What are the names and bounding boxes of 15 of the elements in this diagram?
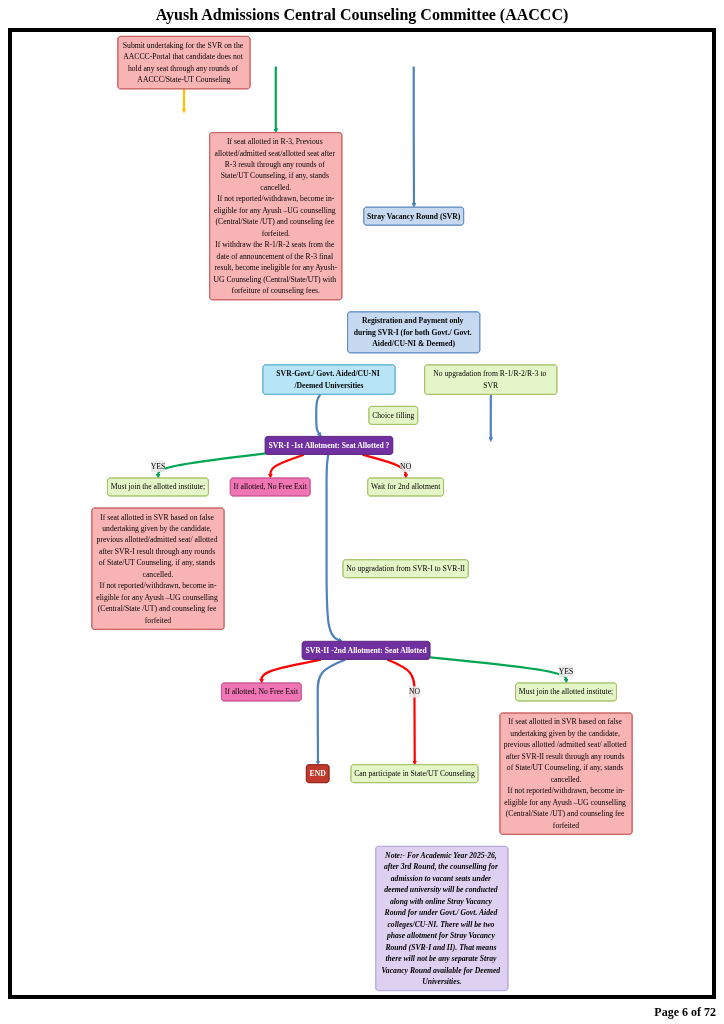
arrow: [259, 658, 322, 684]
arrow: [181, 88, 187, 114]
page-title: Ayush Admissions Central Counseling Committee (AACCC): [155, 6, 569, 24]
arrow: [488, 394, 494, 442]
arrow: [315, 658, 346, 766]
page-number: Page 6 of 72: [654, 1005, 716, 1019]
arrow: [430, 656, 569, 684]
arrow: [362, 453, 409, 479]
arrow: [315, 394, 322, 437]
arrow: [325, 454, 343, 643]
arrow: [386, 658, 418, 766]
arrow: [411, 66, 417, 208]
arrow: [268, 453, 305, 479]
arrow: [155, 452, 266, 479]
arrow: [273, 66, 279, 134]
